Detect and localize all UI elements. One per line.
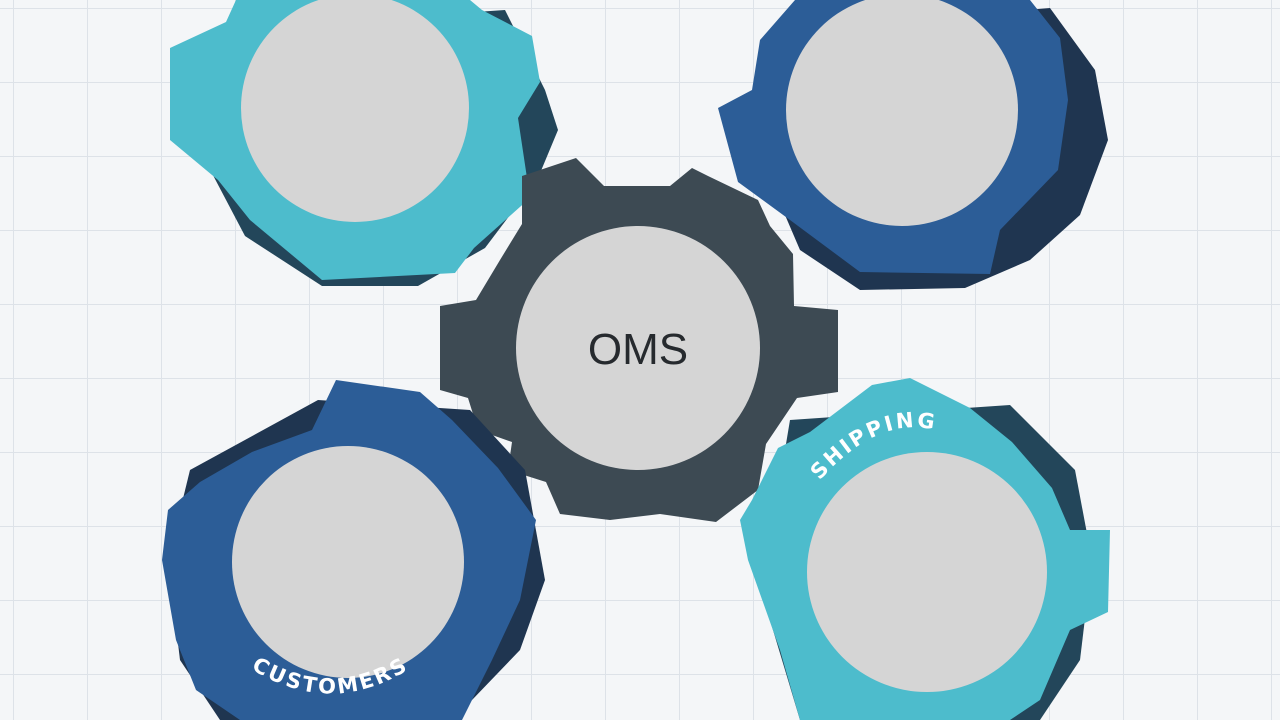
- gear-top-left: [170, 0, 558, 286]
- gear-top-left-disc: [241, 0, 469, 222]
- gear-bottom-right: SHIPPING: [740, 378, 1110, 720]
- gear-center-oms: OMS: [440, 158, 838, 522]
- gear-bottom-left: CUSTOMERS: [162, 380, 545, 720]
- gear-bottom-left-disc: [232, 446, 464, 678]
- gear-center-disc: [516, 226, 760, 470]
- gear-top-right: [718, 0, 1108, 290]
- center-label: OMS: [588, 325, 688, 374]
- gear-top-right-disc: [786, 0, 1018, 226]
- gear-bottom-right-disc: [807, 452, 1047, 692]
